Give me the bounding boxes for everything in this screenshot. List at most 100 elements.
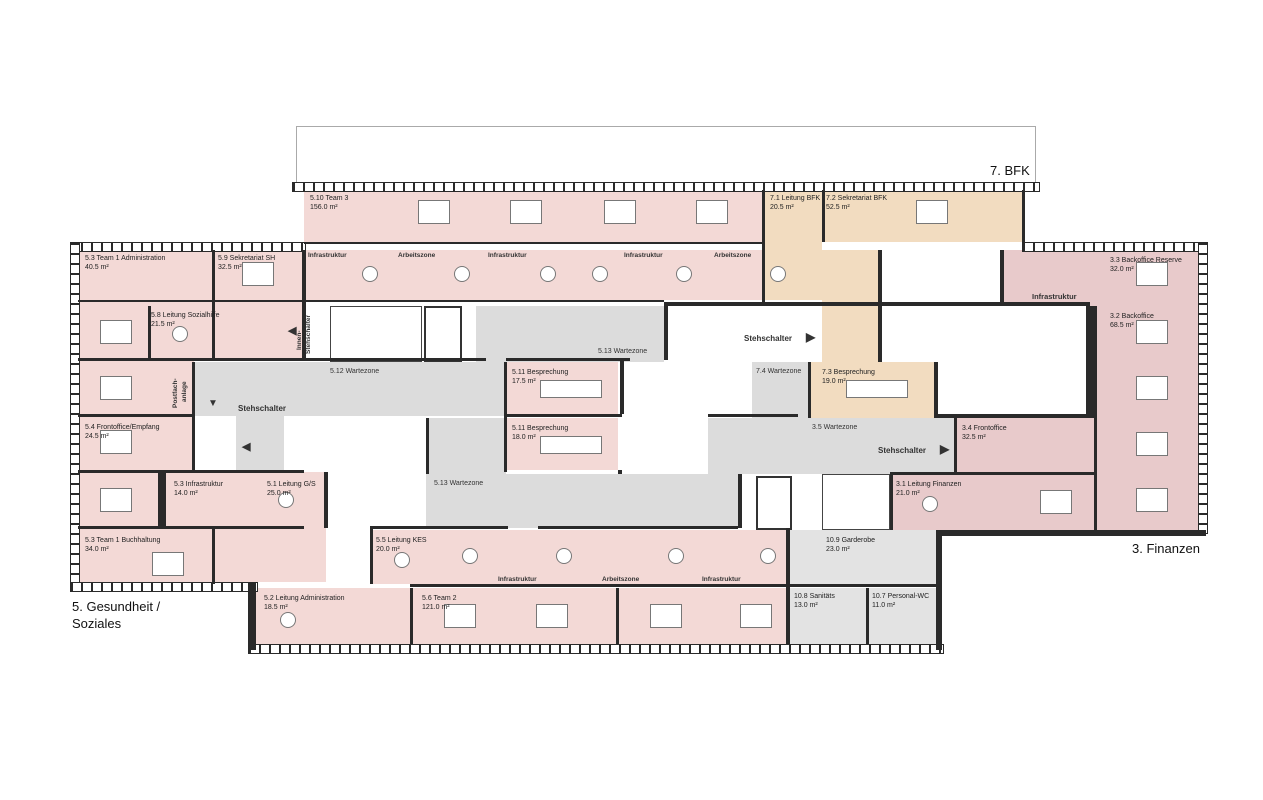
innen-stehschalter-label: Stehschalter [305,314,312,354]
stehschalter-label: Stehschalter [878,446,927,455]
lift-right [756,476,792,530]
zone-tag: Infrastruktur [498,576,537,583]
desk [418,200,450,224]
wall [890,472,1094,475]
round-table [278,492,294,508]
wall [616,588,619,644]
zone-tag: Infrastruktur [624,252,663,259]
round-table [556,548,572,564]
desk [1136,488,1168,512]
desk [242,262,274,286]
desk [540,436,602,454]
wall [248,582,256,650]
wall [664,306,668,360]
wall [148,306,151,360]
room-10-7[interactable] [866,588,936,644]
wall [304,300,664,302]
round-table [760,548,776,564]
wall [938,414,1088,418]
desk [100,376,132,400]
postfach-label: anlage [181,381,188,402]
desk [536,604,568,628]
wall [506,358,630,361]
roof-outline [296,126,1036,183]
wall [426,418,429,474]
wall [808,362,811,418]
zone-tag: Infrastruktur [1032,292,1077,301]
desk [1136,432,1168,456]
wall [506,414,622,417]
wall [936,530,1206,536]
room-10-8[interactable] [790,588,866,644]
section-title-soziales: Soziales [72,616,122,631]
section-title-bfk: 7. BFK [990,163,1030,178]
round-table [172,326,188,342]
waiting-zone-label: 5.12 Wartezone [330,368,380,375]
wall [248,644,944,654]
wall [1022,242,1208,252]
lift-left [424,306,462,362]
corridor-mid [426,418,506,528]
arrow-icon: ▼ [208,398,218,409]
wall [1198,242,1208,534]
waiting-zone-label: 5.13 Wartezone [434,480,484,487]
wall [866,588,869,644]
wall [762,190,765,302]
room-10-9[interactable] [790,530,936,584]
wall [70,242,306,252]
wall [878,250,882,362]
round-table [668,548,684,564]
room-7-2-lower[interactable] [822,250,878,362]
desk [846,380,908,398]
wall [410,584,936,587]
wall [822,190,825,242]
arrow-icon: ▶ [806,330,816,344]
round-table [462,548,478,564]
round-table [394,552,410,568]
wall [324,472,328,528]
round-table [922,496,938,512]
desk [1040,490,1072,514]
wall [738,474,742,528]
room-3-4[interactable] [956,418,1094,474]
zone-tag: Infrastruktur [488,252,527,259]
round-table [592,266,608,282]
wall [78,300,304,302]
wall [954,418,957,474]
room-5-5[interactable] [372,530,786,584]
corridor-3-5 [708,418,956,474]
room-7-1[interactable] [762,190,822,300]
wall [370,526,508,529]
desk [1136,320,1168,344]
wall [890,474,893,530]
wall [212,250,215,360]
corridor-7-4 [752,362,810,418]
desk [740,604,772,628]
innen-stehschalter-label: Innen- [296,330,303,351]
stehschalter-label: Stehschalter [238,404,287,413]
desk [444,604,476,628]
wall [538,526,738,529]
wall [664,302,1090,306]
stairwell-left [330,306,422,362]
zone-tag: Arbeitszone [602,576,640,583]
round-table [362,266,378,282]
wall [620,358,624,414]
desk [540,380,602,398]
arrow-icon: ◀ [242,441,251,453]
zone-tag: Arbeitszone [398,252,436,259]
round-table [454,266,470,282]
